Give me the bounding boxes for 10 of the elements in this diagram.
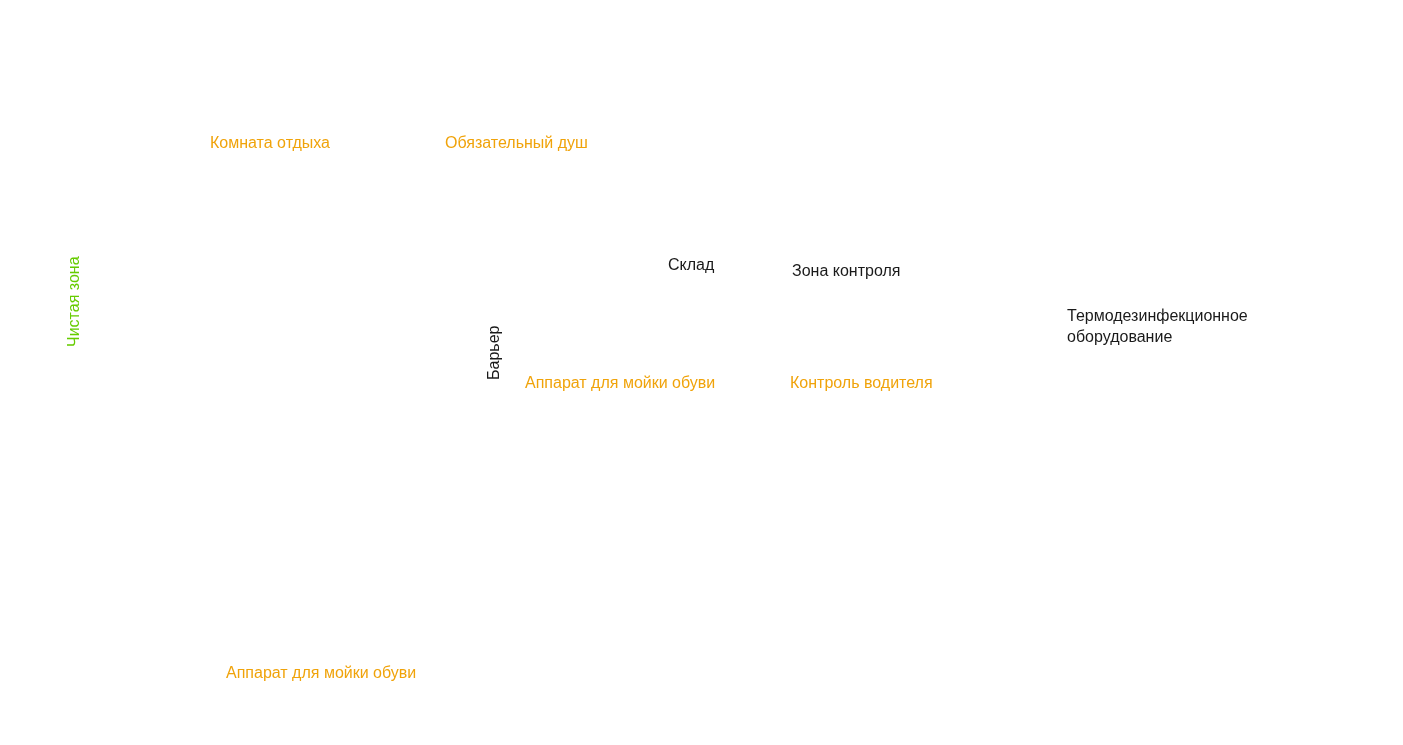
equipment-label: Аппарат для мойки обуви	[226, 663, 417, 683]
station-label: Контроль водителя	[790, 373, 933, 393]
room-label: Склад	[668, 255, 715, 275]
room-label: Обязательный душ	[445, 133, 588, 153]
zone-label: Чистая зона	[64, 256, 83, 347]
zone-label: Зона контроля	[792, 261, 901, 281]
equipment-label: Аппарат для мойки обуви	[525, 373, 716, 393]
equipment-label: Термодезинфекционное оборудование	[1067, 306, 1249, 347]
room-label: Комната отдыха	[210, 133, 330, 153]
barrier-label: Барьер	[484, 325, 503, 380]
